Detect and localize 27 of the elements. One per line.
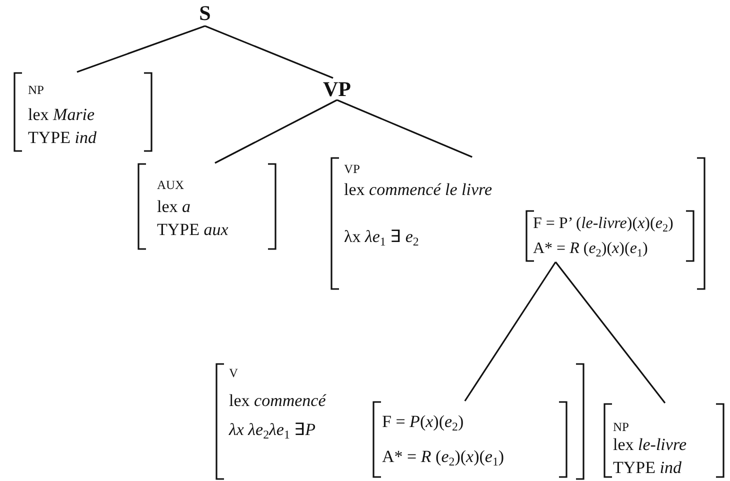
- tree-branch: [214, 99, 338, 164]
- tree-branch: [336, 99, 472, 158]
- tree-branch: [204, 25, 334, 79]
- feature-line: λx λe$_{2}$λe$_{1}$ ∃P: [229, 420, 316, 440]
- feature-line: TYPE aux: [157, 220, 228, 240]
- category-label: V: [229, 366, 238, 380]
- tree-branch: [554, 262, 666, 404]
- feature-line: TYPE ind: [613, 458, 682, 478]
- feature-line: λx λe$_{1}$ ∃ e$_{2}$: [344, 227, 419, 247]
- category-label: NP: [28, 83, 44, 97]
- feature-line: A* = R (e$_{2}$)(x)(e$_{1}$): [533, 239, 648, 259]
- feature-line: lex commencé: [229, 391, 326, 411]
- category-label: NP: [613, 420, 629, 434]
- tree-branch: [76, 25, 206, 73]
- feature-line: A* = R (e$_{2}$)(x)(e$_{1}$): [382, 447, 504, 467]
- feature-line: F = P’ (le-livre)(x)(e$_{2}$): [533, 214, 674, 234]
- feature-line: F = P(x)(e$_{2}$): [382, 412, 464, 432]
- feature-line: lex le-livre: [613, 435, 686, 455]
- category-label: VP: [344, 162, 360, 176]
- feature-line: lex a: [157, 197, 191, 217]
- category-label: AUX: [157, 178, 184, 192]
- feature-line: TYPE ind: [28, 128, 96, 148]
- feature-line: lex commencé le livre: [344, 180, 492, 200]
- feature-line: lex Marie: [28, 105, 95, 125]
- category-label: VP: [322, 78, 352, 100]
- tree-branch: [464, 262, 556, 402]
- category-label: S: [198, 2, 212, 24]
